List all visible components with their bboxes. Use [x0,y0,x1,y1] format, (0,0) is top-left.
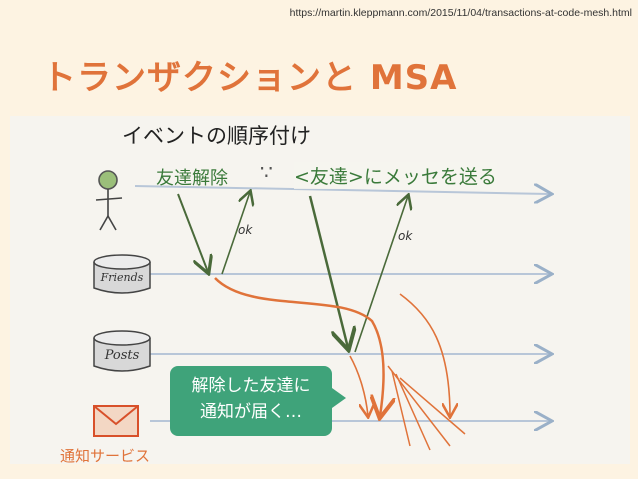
db-friends-label: Friends [100,271,144,284]
diagram-panel: Friends Posts ok ok イベントの順序付け 友達解除 ∵ [10,116,630,464]
label-notification-service: 通知サービス [60,447,151,465]
person-icon [95,170,123,231]
callout-line-1: 解除した友達に [191,376,311,396]
source-url[interactable]: https://martin.kleppmann.com/2015/11/04/… [289,7,632,19]
callout-notification-warning: 解除した友達に 通知が届く… [170,366,332,436]
slide-title: トランザクションと MSA [42,58,458,98]
arrow-post-request [308,195,348,348]
label-unfriend: 友達解除 [156,168,228,189]
arrow-unfriend-ack [221,192,250,275]
label-sad-face: ∵ [260,160,273,184]
event-post-late [399,293,450,416]
callout-tail [332,388,346,408]
db-posts-label: Posts [104,348,140,363]
envelope-icon [93,405,139,437]
notify-fan-2 [391,370,411,447]
ordering-diagram: Friends Posts ok ok [93,170,630,451]
notify-fan-4 [399,377,466,435]
callout-line-2: 通知が届く… [200,402,302,422]
ok-label-1: ok [238,223,253,237]
event-friend-change [214,277,384,416]
database-icon: Posts [93,330,151,372]
ok-label-2: ok [398,229,413,243]
arrow-post-ack [354,196,408,353]
arrow-unfriend-request [177,193,208,272]
notify-fan-3 [395,373,431,451]
timeline-user [134,186,550,194]
event-post [349,355,368,416]
database-icon: Friends [93,254,151,294]
diagram-heading: イベントの順序付け [122,124,311,148]
label-send-message: <友達>にメッセを送る [294,162,497,189]
